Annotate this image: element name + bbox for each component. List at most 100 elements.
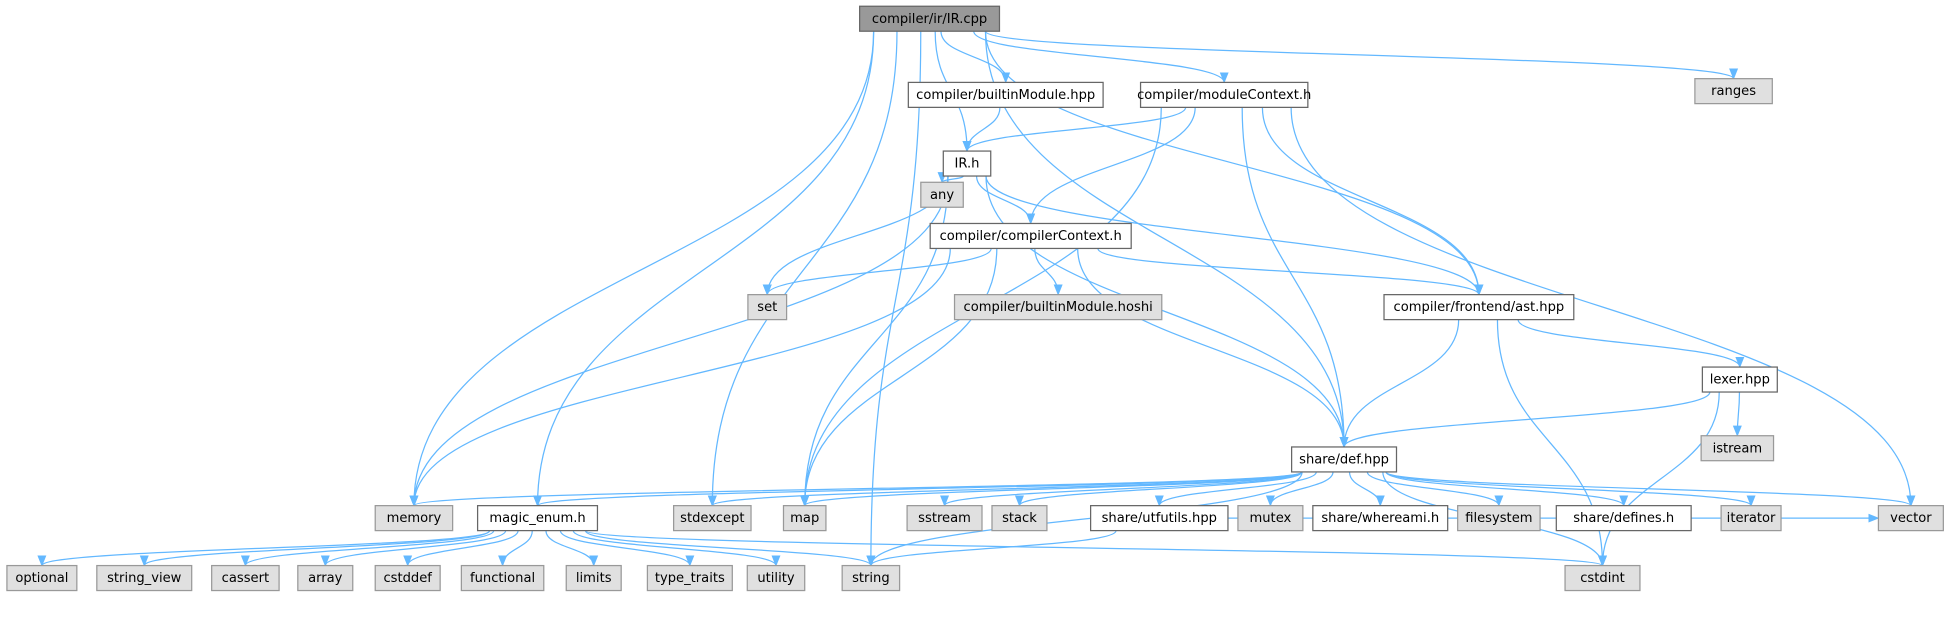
- node-label: share/def.hpp: [1299, 453, 1389, 468]
- node-type_traits[interactable]: type_traits: [646, 564, 733, 592]
- node-optional[interactable]: optional: [6, 564, 78, 592]
- node-mutex[interactable]: mutex: [1237, 505, 1304, 532]
- node-set[interactable]: set: [747, 294, 788, 321]
- node-hoshi[interactable]: compiler/builtinModule.hoshi: [953, 294, 1163, 321]
- node-box: [1720, 505, 1782, 532]
- node-utility[interactable]: utility: [746, 564, 806, 592]
- node-box: [942, 150, 992, 177]
- node-array[interactable]: array: [297, 564, 354, 592]
- edge-root-to-string: [866, 31, 922, 567]
- edge-utfutils-to-string: [866, 530, 1117, 567]
- edge-compilerContext-to-def: [1077, 248, 1349, 449]
- node-functional[interactable]: functional: [460, 564, 545, 592]
- edge-ast-to-lexer: [1517, 319, 1745, 369]
- node-label: compiler/moduleContext.h: [1137, 88, 1311, 103]
- edge-root-to-def: [984, 31, 1349, 449]
- node-stack[interactable]: stack: [991, 505, 1048, 532]
- node-any[interactable]: any: [920, 181, 964, 208]
- edge-magic-to-cassert: [241, 530, 495, 567]
- node-box: [565, 564, 622, 592]
- node-box: [1555, 505, 1692, 532]
- node-defines[interactable]: share/defines.h: [1555, 505, 1692, 532]
- node-box: [672, 505, 752, 532]
- node-ast[interactable]: compiler/frontend/ast.hpp: [1383, 294, 1575, 321]
- edge-irh-to-map: [800, 176, 949, 507]
- node-label: compiler/builtinModule.hpp: [916, 88, 1095, 103]
- node-label: cstdint: [1580, 571, 1625, 586]
- node-label: share/whereami.h: [1321, 511, 1439, 526]
- edge-magic-to-string: [584, 530, 876, 567]
- node-irh[interactable]: IR.h: [942, 150, 992, 177]
- node-label: compiler/compilerContext.h: [940, 229, 1122, 244]
- node-lexer[interactable]: lexer.hpp: [1701, 366, 1778, 393]
- node-root[interactable]: compiler/ir/IR.cpp: [859, 5, 1001, 32]
- node-box: [991, 505, 1048, 532]
- edge-def-to-magic: [533, 471, 1303, 507]
- node-label: functional: [470, 571, 535, 586]
- edge-def-to-utfutils: [1154, 471, 1317, 507]
- node-builtinModule[interactable]: compiler/builtinModule.hpp: [907, 81, 1104, 108]
- node-box: [1457, 505, 1541, 532]
- node-label: type_traits: [655, 571, 725, 586]
- node-label: string_view: [107, 571, 182, 586]
- node-cstddef[interactable]: cstddef: [374, 564, 441, 592]
- node-memory[interactable]: memory: [374, 505, 454, 532]
- edge-compilerContext-to-set: [762, 248, 992, 296]
- node-moduleContext[interactable]: compiler/moduleContext.h: [1137, 81, 1311, 108]
- node-box: [374, 505, 454, 532]
- node-cassert[interactable]: cassert: [211, 564, 280, 592]
- node-box: [211, 564, 280, 592]
- node-whereami[interactable]: share/whereami.h: [1312, 505, 1449, 532]
- node-limits[interactable]: limits: [565, 564, 622, 592]
- node-label: mutex: [1250, 511, 1292, 526]
- node-box: [1701, 366, 1778, 393]
- edge-root-to-stdexcept: [707, 31, 898, 507]
- edge-def-to-stack: [1015, 471, 1303, 507]
- node-string[interactable]: string: [841, 564, 901, 592]
- edge-magic-to-cstdint: [584, 530, 1607, 567]
- node-filesystem[interactable]: filesystem: [1457, 505, 1541, 532]
- node-box: [1237, 505, 1304, 532]
- node-label: any: [930, 188, 954, 203]
- node-label: compiler/builtinModule.hoshi: [964, 300, 1153, 315]
- node-def[interactable]: share/def.hpp: [1291, 446, 1398, 473]
- edge-root-to-builtinModule: [940, 31, 1011, 84]
- node-iterator[interactable]: iterator: [1720, 505, 1782, 532]
- node-label: cassert: [222, 571, 269, 586]
- node-utfutils[interactable]: share/utfutils.hpp: [1089, 505, 1229, 532]
- edge-magic-to-utility: [572, 530, 781, 567]
- node-magic[interactable]: magic_enum.h: [476, 505, 599, 532]
- node-box: [782, 505, 827, 532]
- edge-lexer-to-istream: [1732, 392, 1742, 437]
- edge-root-to-ast: [984, 31, 1484, 296]
- node-box: [1089, 505, 1229, 532]
- edge-magic-to-optional: [37, 530, 491, 567]
- node-box: [6, 564, 78, 592]
- node-box: [1564, 564, 1641, 592]
- node-compilerContext[interactable]: compiler/compilerContext.h: [929, 222, 1132, 250]
- node-string_view[interactable]: string_view: [96, 564, 193, 592]
- node-ranges[interactable]: ranges: [1694, 78, 1773, 105]
- node-box: [1700, 435, 1775, 462]
- node-label: share/defines.h: [1573, 511, 1674, 526]
- node-stdexcept[interactable]: stdexcept: [672, 505, 752, 532]
- node-cstdint[interactable]: cstdint: [1564, 564, 1641, 592]
- node-map[interactable]: map: [782, 505, 827, 532]
- node-box: [906, 505, 983, 532]
- edge-lexer-to-cstdint: [1598, 392, 1720, 567]
- edge-ast-to-def: [1339, 319, 1460, 449]
- nodes-layer: compiler/ir/IR.cpp compiler/builtinModule…: [6, 5, 1944, 592]
- node-sstream[interactable]: sstream: [906, 505, 983, 532]
- node-label: sstream: [918, 511, 971, 526]
- edge-irh-to-compilerContext: [975, 175, 1036, 225]
- node-istream[interactable]: istream: [1700, 435, 1775, 462]
- edge-def-to-mutex: [1265, 471, 1334, 507]
- node-label: filesystem: [1465, 511, 1532, 526]
- edge-def-to-stdexcept: [708, 471, 1303, 507]
- node-box: [747, 294, 788, 321]
- edge-magic-to-functional: [498, 530, 533, 567]
- node-box: [1312, 505, 1449, 532]
- edge-moduleContext-to-vector: [1290, 107, 1916, 507]
- node-vector[interactable]: vector: [1877, 505, 1944, 532]
- edge-def-to-filesystem: [1366, 471, 1504, 507]
